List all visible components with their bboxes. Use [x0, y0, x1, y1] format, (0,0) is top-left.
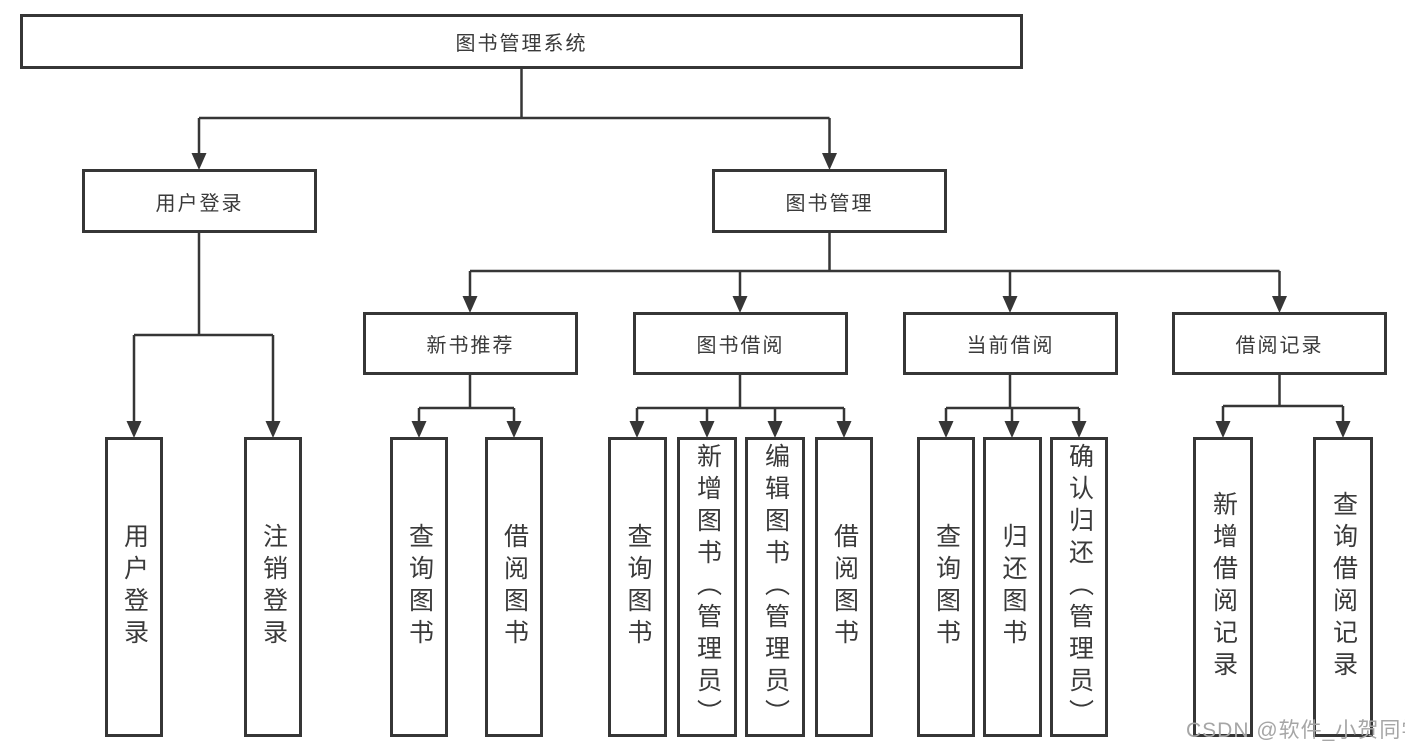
node-book-borrowing: 图书借阅: [633, 312, 848, 375]
leaf-cb-query-books: 查询图书: [917, 437, 975, 737]
leaf-bb-add-books-admin: 新增图书（管理员）: [677, 437, 737, 737]
node-current-borrowing: 当前借阅: [903, 312, 1118, 375]
watermark: CSDN @软件_小贺同学: [1186, 719, 1405, 742]
leaf-cb-return-books: 归还图书: [983, 437, 1042, 737]
node-new-book-recommend: 新书推荐: [363, 312, 578, 375]
leaf-br-add-record: 新增借阅记录: [1193, 437, 1253, 737]
leaf-bb-borrow-books: 借阅图书: [815, 437, 873, 737]
node-root: 图书管理系统: [20, 14, 1023, 69]
leaf-nb-borrow-books: 借阅图书: [485, 437, 543, 737]
leaf-logout: 注销登录: [244, 437, 302, 737]
connector-paths: [132, 69, 1345, 424]
node-user-login: 用户登录: [82, 169, 317, 233]
node-borrow-records: 借阅记录: [1172, 312, 1387, 375]
leaf-bb-query-books: 查询图书: [608, 437, 667, 737]
leaf-user-login: 用户登录: [105, 437, 163, 737]
node-book-management: 图书管理: [712, 169, 947, 233]
connector-arrowheads: [126, 153, 1351, 438]
leaf-br-query-record: 查询借阅记录: [1313, 437, 1373, 737]
leaf-nb-query-books: 查询图书: [390, 437, 448, 737]
leaf-cb-confirm-return-admin: 确认归还（管理员）: [1050, 437, 1108, 737]
leaf-bb-edit-books-admin: 编辑图书（管理员）: [745, 437, 805, 737]
